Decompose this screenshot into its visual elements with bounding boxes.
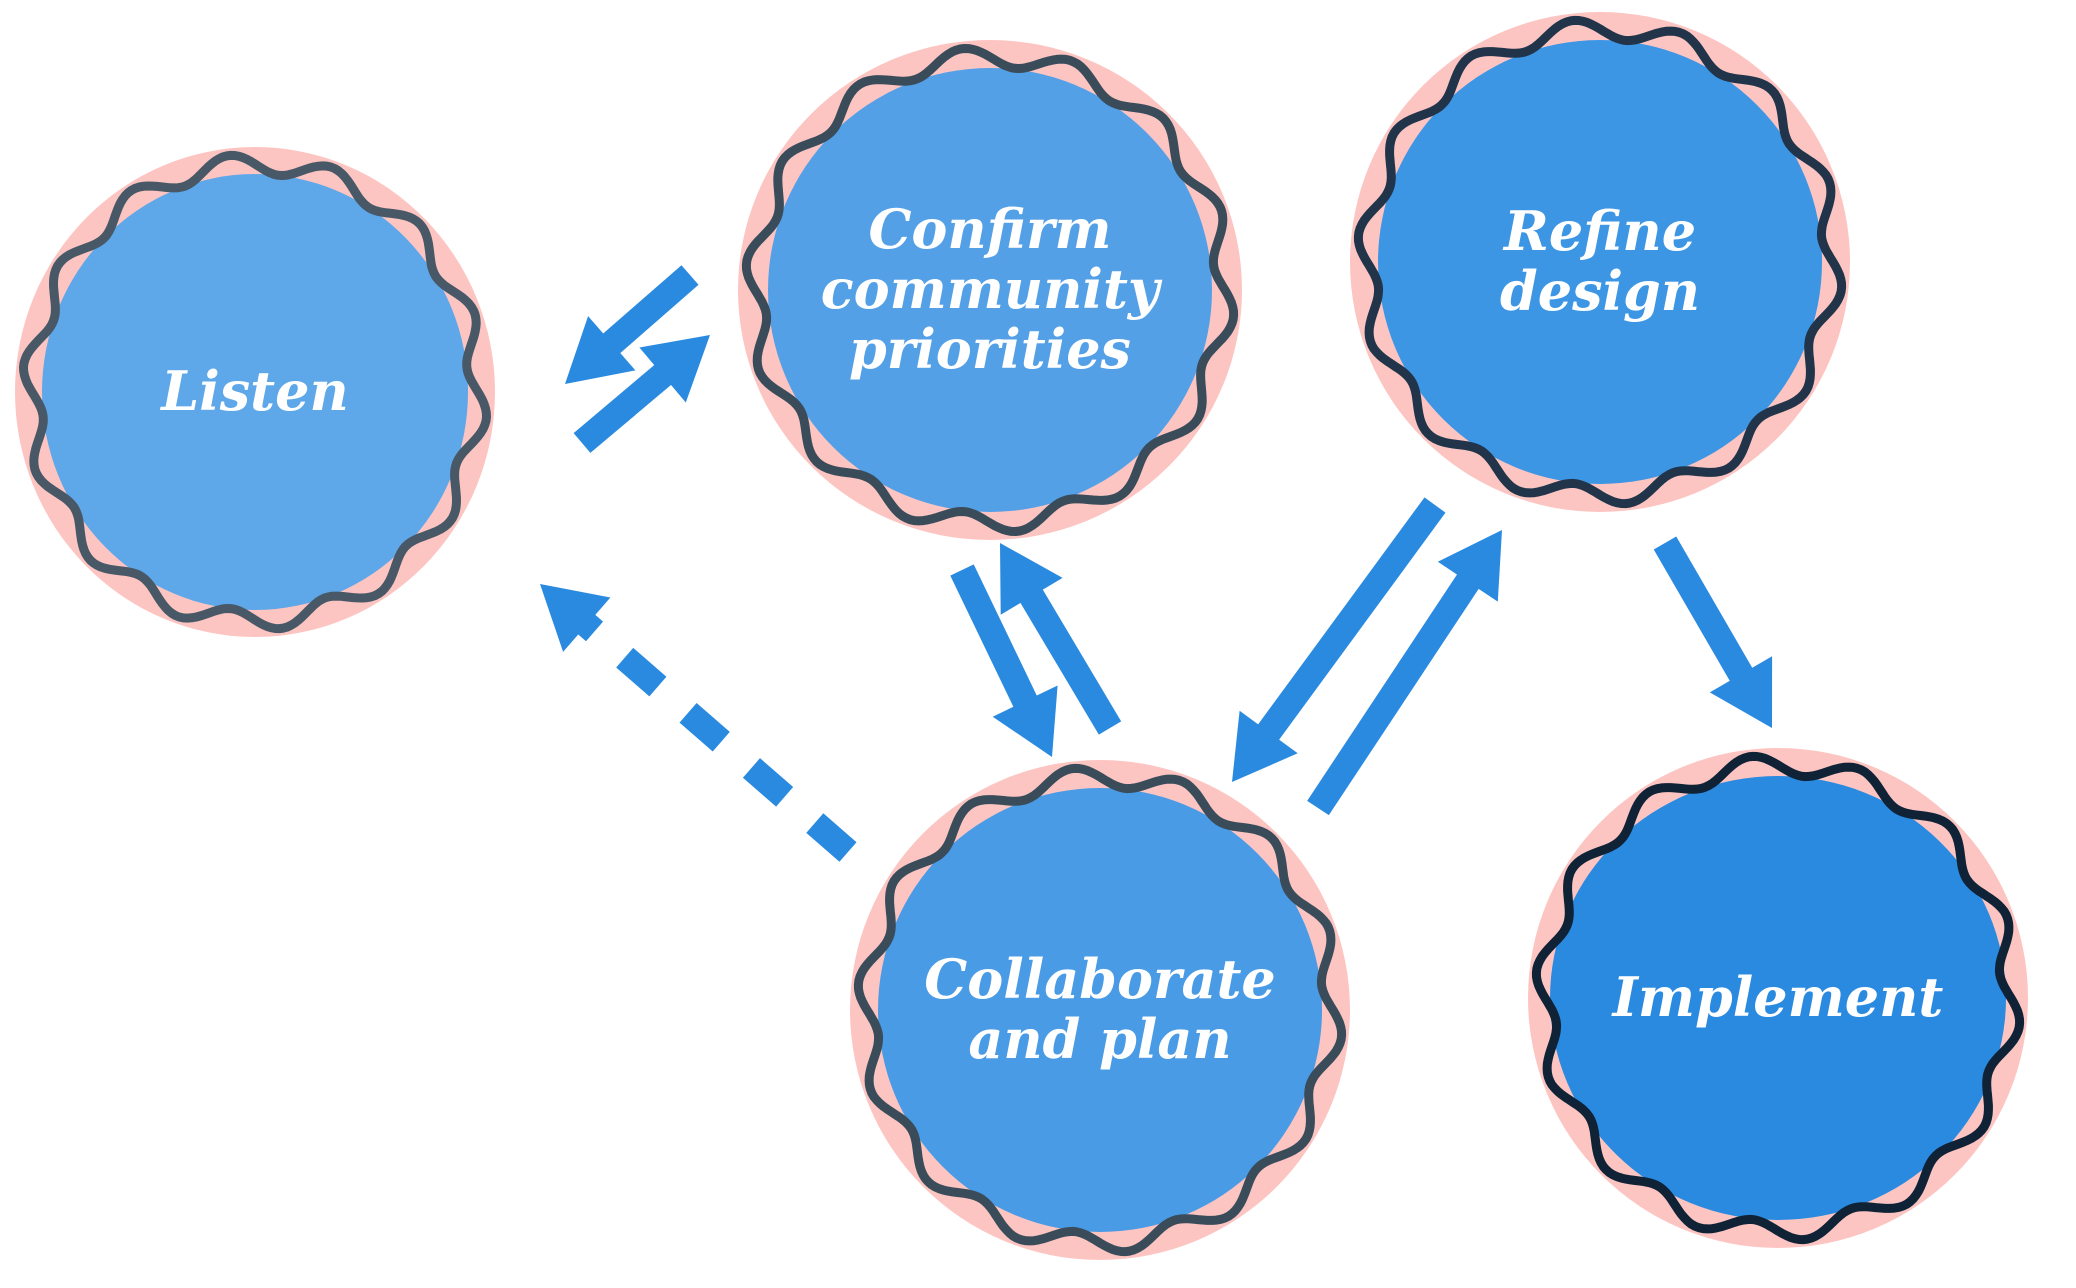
arrow-collaborate-to-refine [1307,530,1502,816]
node-label: Confirm [868,197,1111,261]
arrow-confirm-to-listen [565,265,699,384]
node-circle [1550,776,2006,1220]
arrow-head [1709,656,1773,728]
node-listen: Listen [15,147,495,637]
arrow-shaft [950,564,1039,711]
node-label: design [1500,259,1700,323]
node-circle [878,788,1322,1232]
arrow-collaborate-to-confirm [1000,543,1122,735]
arrow-shaft [573,362,675,453]
node-wavy-border [741,44,1239,536]
arrow-confirm-to-collaborate [950,564,1058,757]
arrow-head [540,584,611,652]
arrow-head [565,316,636,384]
node-label: Listen [159,359,348,423]
arrow-shaft [1307,571,1481,816]
arrow-head [1000,543,1063,615]
arrow-shaft [600,265,699,356]
node-label: community [821,257,1163,321]
node-wavy-border [19,150,491,634]
arrow-shaft [1018,586,1122,735]
arrow-shaft [1255,497,1446,743]
arrow-shaft [1653,536,1755,685]
node-circle [768,68,1212,512]
node-label: priorities [849,317,1131,381]
node-circle [1378,40,1822,484]
arrow-head [1437,530,1502,602]
node-implement: Implement [1528,748,2028,1248]
node-label: Implement [1611,965,1944,1029]
arrow-refine-to-implement [1653,536,1773,728]
arrow-head [1232,710,1298,782]
node-label: Refine [1502,199,1696,263]
node-circle [42,174,468,610]
node-wavy-border [853,763,1347,1257]
arrow-collaborate-to-listen [540,584,857,862]
node-wavy-border [1531,751,2025,1245]
arrow-head [992,685,1058,757]
arrow-shaft [575,612,857,862]
arrow-listen-to-confirm [573,335,710,453]
arrow-head [639,335,710,403]
node-label: and plan [968,1007,1231,1071]
arrow-refine-to-collaborate [1232,497,1446,782]
node-wavy-border [1353,15,1847,509]
node-label: Collaborate [924,947,1276,1011]
edges-layer [540,265,1773,862]
nodes-layer: ListenConfirmcommunityprioritiesRefinede… [15,12,2028,1260]
